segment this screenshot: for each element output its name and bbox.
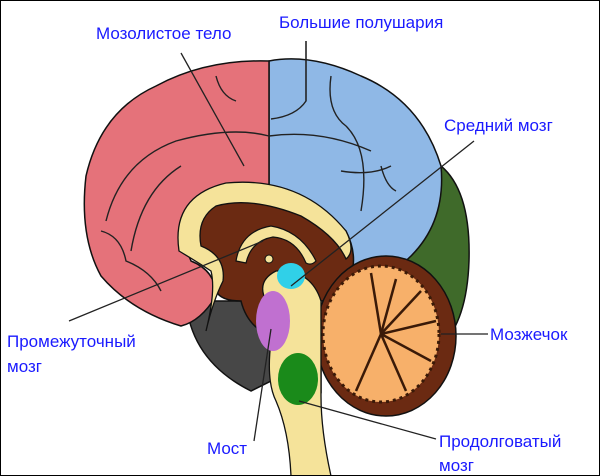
leader-medulla	[298, 400, 437, 440]
medulla-region	[278, 353, 318, 405]
leader-pons	[253, 328, 272, 442]
label-medulla-1: Продолговатый	[439, 432, 562, 451]
label-cerebral-hemispheres: Большие полушария	[279, 13, 444, 32]
midbrain-region	[277, 263, 305, 289]
label-corpus-callosum: Мозолистое тело	[96, 24, 232, 43]
fornix	[235, 225, 317, 265]
pons-region	[256, 291, 290, 351]
label-medulla-2: мозг	[439, 456, 474, 475]
leader-corpus-callosum	[180, 52, 245, 167]
label-diencephalon-2: мозг	[7, 357, 42, 376]
arbor-vitae	[354, 272, 437, 392]
label-diencephalon-1: Промежуточный	[7, 332, 136, 351]
gyri-lines	[100, 41, 397, 292]
label-midbrain: Средний мозг	[444, 116, 553, 135]
label-pons: Мост	[207, 439, 248, 458]
thalamic-nucleus	[264, 254, 274, 264]
leader-midbrain	[290, 140, 475, 287]
leader-diencephalon	[68, 240, 264, 322]
label-cerebellum: Мозжечок	[490, 325, 568, 344]
corpus-callosum	[177, 181, 352, 332]
leader-lines	[68, 41, 488, 442]
